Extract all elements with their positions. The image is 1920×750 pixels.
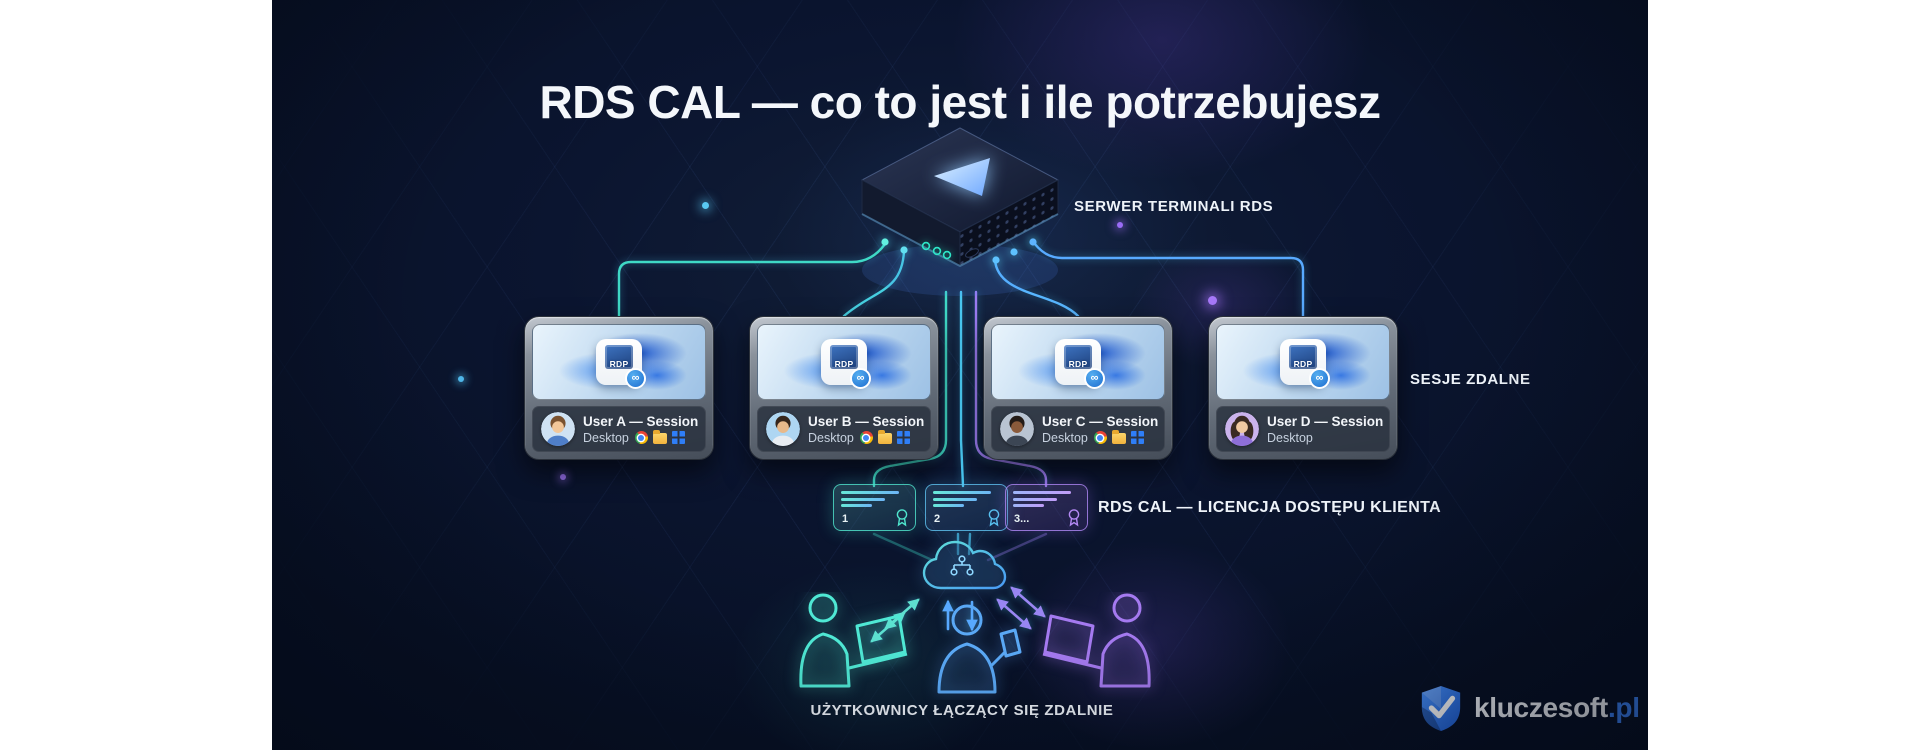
session-info: User A — Session Desktop [532,406,706,452]
license-number: 1 [842,513,849,525]
license-text-bar [933,491,991,494]
chrome-icon [859,431,873,444]
user-laptop-left-icon [799,593,908,688]
license-card-2: 2 [925,484,1008,531]
license-text-bar [1013,504,1044,507]
license-medal-icon [988,509,1000,527]
rdp-link-badge-icon: ∞ [850,368,871,389]
session-desktop: Desktop [808,430,854,445]
license-card-3: 3... [1005,484,1088,531]
session-user: User C — Session [1042,413,1159,429]
session-user: User A — Session [583,413,699,429]
windows-icon [896,431,910,444]
rdp-link-badge-icon: ∞ [1084,368,1105,389]
license-text-bar [933,497,977,501]
server-label: SERWER TERMINALI RDS [1074,198,1274,215]
license-text-bar [1013,497,1057,501]
avatar-user-c [1000,412,1034,446]
session-screen: RDP ∞ [991,324,1165,400]
session-card-d: RDP ∞ User D — Sess [1208,316,1398,460]
license-text-bar [841,497,885,501]
session-user: User D — Session [1267,413,1384,429]
session-screen: RDP ∞ [532,324,706,400]
rdp-label: RDP [609,359,629,369]
chrome-icon [1093,431,1107,444]
session-card-a: RDP ∞ User A — Session [524,316,714,460]
kluczesoft-logo: kluczesoft.pl [1418,684,1640,732]
avatar-user-a [541,412,575,446]
session-desktop: Desktop [583,430,629,445]
licenses-label: RDS CAL — LICENCJA DOSTĘPU KLIENTA [1098,499,1442,516]
remote-users-label: UŻYTKOWNICY ŁĄCZĄCY SIĘ ZDALNIE [810,702,1114,719]
user-phone-center-icon [937,604,1022,694]
rdp-file-icon: RDP ∞ [821,339,871,389]
session-info: User B — Session Desktop [757,406,931,452]
session-info: User C — Session Desktop [991,406,1165,452]
windows-icon [671,431,685,444]
cloud-icon [922,540,1007,590]
session-desktop: Desktop [1267,430,1313,445]
rdp-label: RDP [1068,359,1088,369]
session-user: User B — Session [808,413,925,429]
rdp-file-icon: RDP ∞ [596,339,646,389]
session-screen: RDP ∞ [757,324,931,400]
session-card-b: RDP ∞ User B — Session [749,316,939,460]
session-desktop: Desktop [1042,430,1088,445]
windows-icon [1130,431,1144,444]
avatar-user-d [1225,412,1259,446]
chrome-icon [634,431,648,444]
shield-check-icon [1421,685,1461,731]
logo-name: kluczesoft [1474,692,1608,723]
session-info: User D — Session Desktop [1216,406,1390,452]
license-number: 2 [934,513,941,525]
dark-panel: RDS CAL — co to jest i ile potrzebujesz [272,0,1648,750]
rdp-file-icon: RDP ∞ [1280,339,1330,389]
folder-icon [877,430,892,444]
license-text-bar [841,504,872,507]
sessions-label: SESJE ZDALNE [1410,371,1531,388]
session-screen: RDP ∞ [1216,324,1390,400]
rdp-label: RDP [834,359,854,369]
license-number: 3... [1014,513,1030,525]
rdp-link-badge-icon: ∞ [1309,368,1330,389]
rds-server-icon [860,127,1060,296]
logo-tld: .pl [1607,692,1640,723]
user-laptop-right-icon [1042,593,1151,688]
rdp-link-badge-icon: ∞ [625,368,646,389]
license-text-bar [933,504,964,507]
folder-icon [1111,430,1126,444]
avatar-user-b [766,412,800,446]
remote-users-figures [799,593,1151,694]
license-text-bar [841,491,899,494]
rdp-label: RDP [1293,359,1313,369]
license-card-1: 1 [833,484,916,531]
folder-icon [652,430,667,444]
rdp-file-icon: RDP ∞ [1055,339,1105,389]
license-text-bar [1013,491,1071,494]
session-card-c: RDP ∞ User C — Session [983,316,1173,460]
license-medal-icon [1068,509,1080,527]
license-medal-icon [896,509,908,527]
